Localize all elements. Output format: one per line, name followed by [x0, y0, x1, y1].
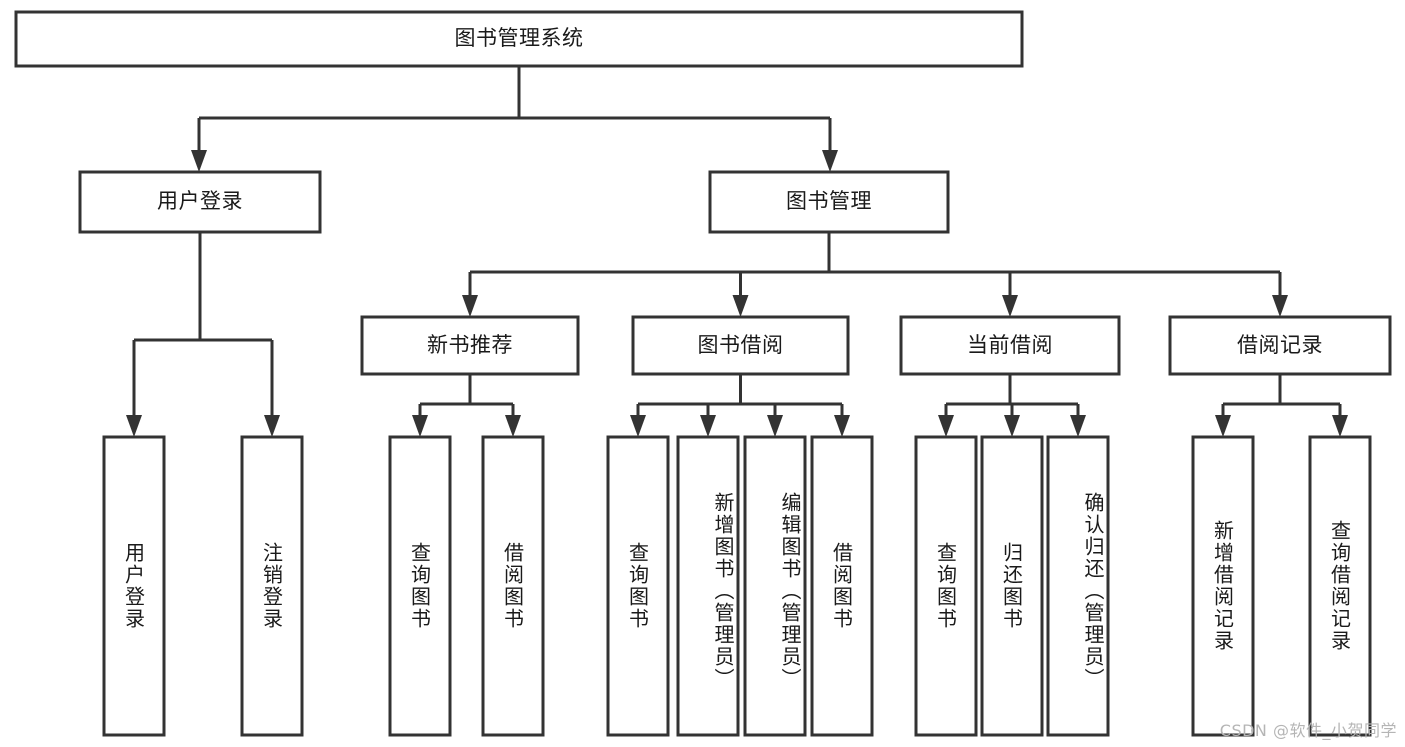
arrow-head-icon [732, 295, 749, 317]
leaf-leaf-return-book-hit[interactable] [982, 437, 1042, 735]
arrow-head-icon [1070, 415, 1086, 437]
leaf-leaf-query-book-3-box[interactable] [914, 435, 978, 737]
leaf-leaf-query-book-3-hit[interactable] [916, 437, 976, 735]
arrow-head-icon [412, 415, 428, 437]
arrow-head-icon [700, 415, 716, 437]
arrow-head-icon [1272, 295, 1288, 317]
connector-edges [126, 66, 1348, 437]
node-current-borrow-hit[interactable] [901, 317, 1119, 374]
node-borrow-record-box[interactable] [1168, 315, 1392, 376]
leaf-leaf-query-borrow-record-box[interactable] [1308, 435, 1372, 737]
arrow-head-icon [126, 415, 142, 437]
arrow-head-icon [1332, 415, 1348, 437]
arrow-head-icon [630, 415, 646, 437]
node-title-hit[interactable] [16, 12, 1022, 66]
leaf-leaf-add-book-admin-hit[interactable] [678, 437, 738, 735]
arrow-head-icon [191, 150, 207, 172]
node-title-box[interactable] [14, 10, 1024, 68]
leaf-leaf-borrow-book-1-box[interactable] [481, 435, 545, 737]
leaf-leaf-return-book-box[interactable] [980, 435, 1044, 737]
node-user-login-box[interactable] [78, 170, 322, 234]
node-book-manage-box[interactable] [708, 170, 950, 234]
node-book-manage-hit[interactable] [710, 172, 948, 232]
arrow-head-icon [505, 415, 521, 437]
node-rectangles [14, 10, 1392, 737]
leaf-leaf-borrow-book-2-hit[interactable] [812, 437, 872, 735]
arrow-head-icon [462, 295, 478, 317]
leaf-leaf-confirm-return-admin-hit[interactable] [1048, 437, 1108, 735]
leaf-leaf-borrow-book-1-hit[interactable] [483, 437, 543, 735]
leaf-leaf-add-book-admin-box[interactable] [676, 435, 740, 737]
leaf-leaf-edit-book-admin-box[interactable] [743, 435, 807, 737]
arrow-head-icon [1215, 415, 1231, 437]
node-current-borrow-box[interactable] [899, 315, 1121, 376]
leaf-leaf-query-book-2-box[interactable] [606, 435, 670, 737]
leaf-leaf-add-borrow-record-hit[interactable] [1193, 437, 1253, 735]
leaf-leaf-logout-hit[interactable] [242, 437, 302, 735]
node-borrow-record-hit[interactable] [1170, 317, 1390, 374]
arrow-head-icon [264, 415, 280, 437]
arrow-head-icon [822, 150, 838, 172]
arrow-head-icon [1002, 295, 1018, 317]
leaf-leaf-query-book-1-hit[interactable] [390, 437, 450, 735]
arrow-head-icon [834, 415, 850, 437]
node-book-borrow-hit[interactable] [633, 317, 848, 374]
arrow-head-icon [938, 415, 954, 437]
node-user-login-hit[interactable] [80, 172, 320, 232]
watermark-text: CSDN @软件_小贺同学 [1219, 721, 1397, 740]
leaf-leaf-edit-book-admin-hit[interactable] [745, 437, 805, 735]
leaf-leaf-query-book-2-hit[interactable] [608, 437, 668, 735]
arrow-head-icon [1004, 415, 1020, 437]
arrow-head-icon [767, 415, 783, 437]
node-new-book-recommend-box[interactable] [360, 315, 580, 376]
node-new-book-recommend-hit[interactable] [362, 317, 578, 374]
leaf-leaf-borrow-book-2-box[interactable] [810, 435, 874, 737]
leaf-leaf-logout-box[interactable] [240, 435, 304, 737]
leaf-leaf-confirm-return-admin-box[interactable] [1046, 435, 1110, 737]
leaf-leaf-query-book-1-box[interactable] [388, 435, 452, 737]
node-book-borrow-box[interactable] [631, 315, 850, 376]
leaf-leaf-user-login-hit[interactable] [104, 437, 164, 735]
leaf-leaf-add-borrow-record-box[interactable] [1191, 435, 1255, 737]
leaf-leaf-query-borrow-record-hit[interactable] [1310, 437, 1370, 735]
leaf-leaf-user-login-box[interactable] [102, 435, 166, 737]
